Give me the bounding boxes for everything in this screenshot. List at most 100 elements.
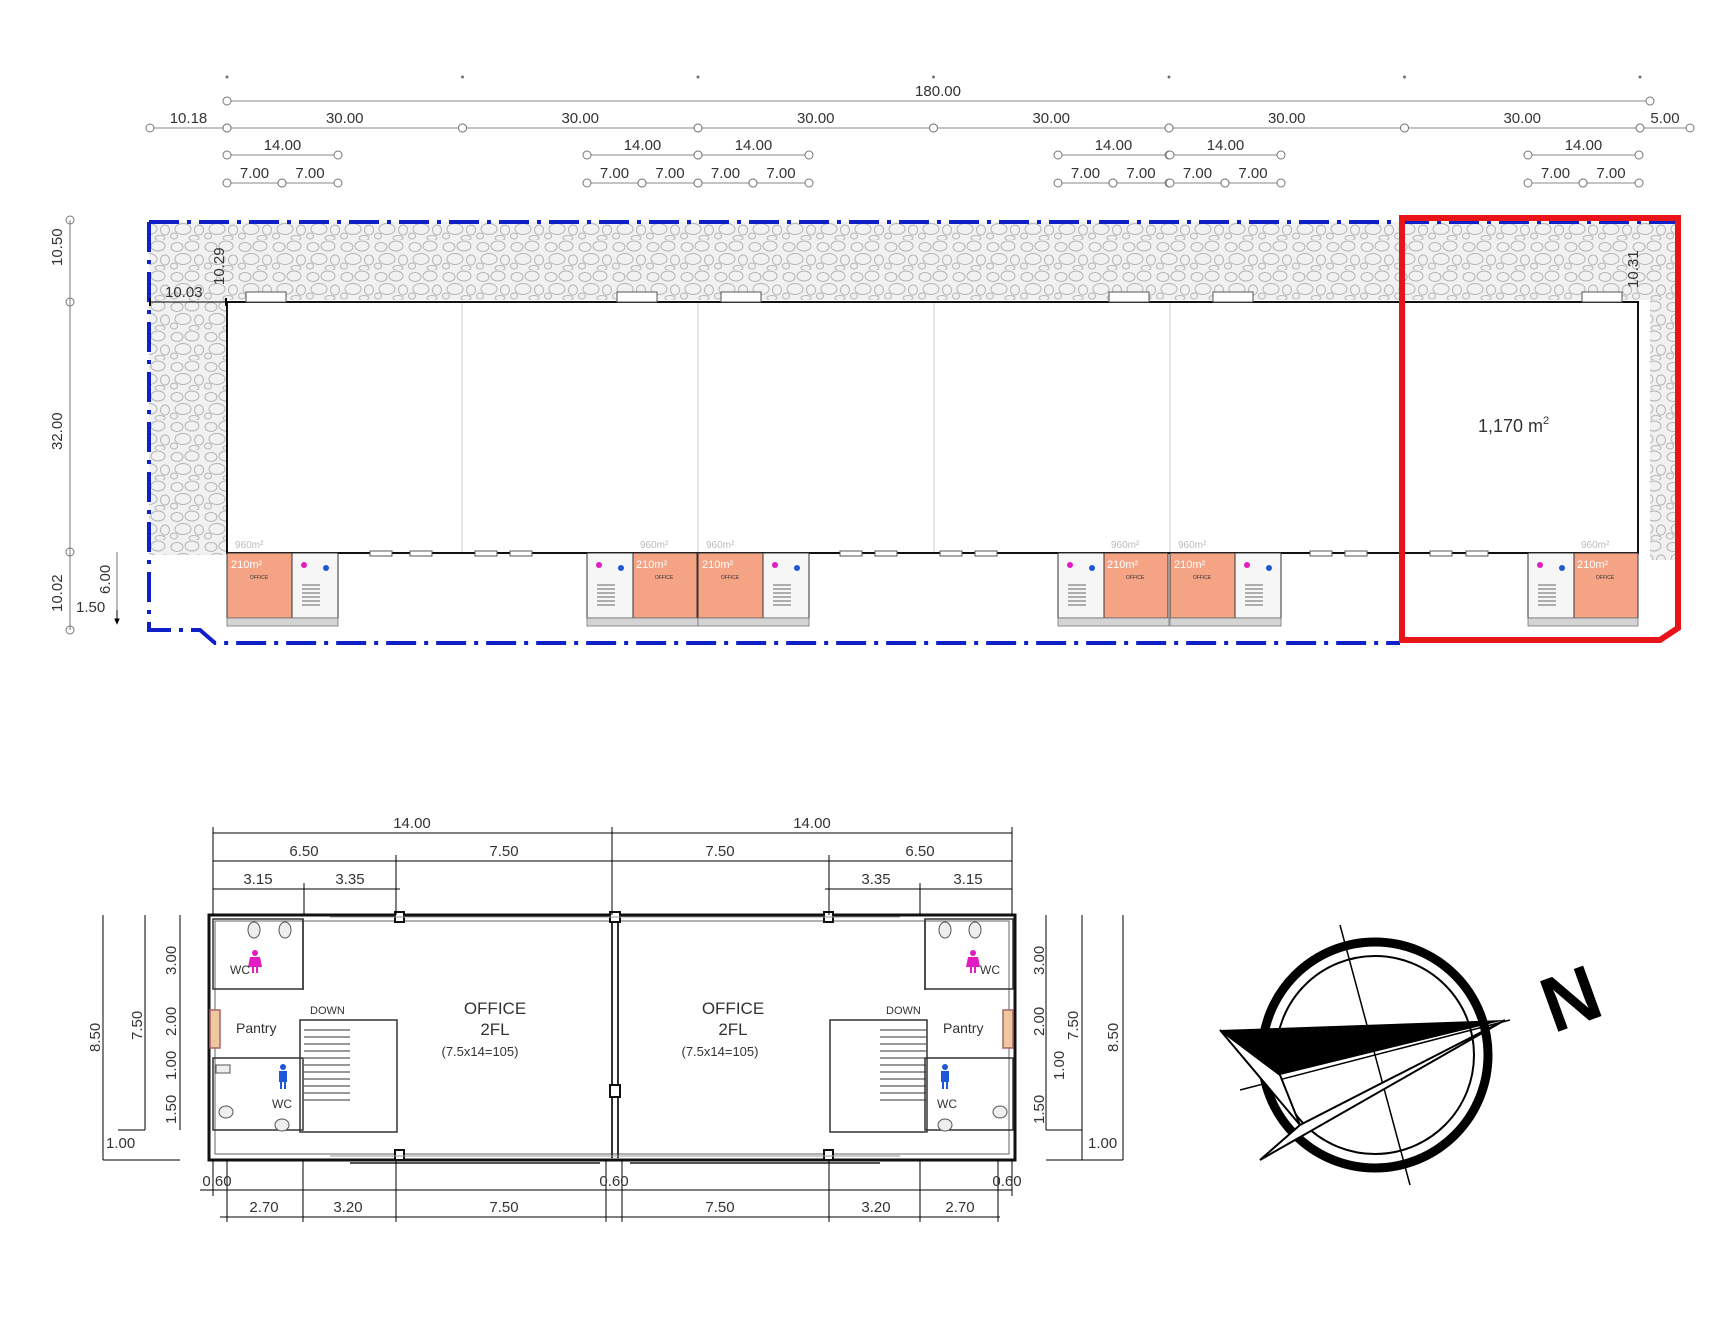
service-core	[1057, 552, 1105, 619]
setback-10-31: 10.31	[1625, 250, 1642, 288]
office-area-label: 210m²	[1577, 559, 1609, 571]
dim-14-tick	[1053, 150, 1063, 160]
male-marker	[1559, 565, 1565, 571]
floor-bottom-left-1-00: 1.00	[106, 1135, 135, 1152]
dim-30-label: 30.00	[1503, 110, 1541, 127]
highlight-unit-outline	[1399, 215, 1681, 643]
door-box	[474, 550, 498, 557]
floor-bottom-2-70-left: 2.70	[249, 1199, 278, 1216]
floor-left-8-50: 8.50	[87, 1023, 104, 1052]
dim-30-tick	[458, 123, 467, 133]
office-area-label: 210m²	[702, 559, 734, 571]
dim-30-label: 30.00	[1032, 110, 1070, 127]
office-caption: OFFICE	[1193, 575, 1212, 581]
female-marker	[772, 562, 778, 568]
north-arrow-icon: N	[1219, 924, 1612, 1186]
pantry-label-left: Pantry	[236, 1020, 276, 1036]
dim-30-tick	[222, 123, 232, 133]
left-dimensions: 10.50 32.00 10.02 6.00 1.50	[49, 215, 120, 635]
office-left-title: OFFICE	[464, 999, 526, 1018]
floor-right-dim-lines	[1045, 915, 1124, 1161]
male-marker	[1266, 565, 1272, 571]
floor-dim-3-15-right: 3.15	[953, 871, 982, 888]
floor-dim-7-50-left: 7.50	[489, 843, 518, 860]
floor-bottom-7-50-left: 7.50	[489, 1199, 518, 1216]
office-room	[697, 552, 764, 619]
left-dim-10-02: 10.02	[49, 574, 66, 612]
floor-left-7-50: 7.50	[129, 1011, 146, 1040]
dim-7-label: 7.00	[600, 165, 629, 182]
left-stair	[304, 1029, 350, 1101]
dim-14-tick	[1276, 150, 1286, 160]
dim-7-tick	[277, 178, 287, 188]
apron	[586, 617, 699, 627]
door-box	[1309, 550, 1333, 557]
window-strips	[330, 916, 900, 1164]
dim-7-tick	[1523, 178, 1533, 188]
door-box	[509, 550, 533, 557]
male-marker	[1089, 565, 1095, 571]
right-stair	[880, 1029, 926, 1101]
dim-7-label: 7.00	[1541, 165, 1570, 182]
north-doors	[245, 291, 1623, 557]
floor-right-8-50: 8.50	[1105, 1023, 1122, 1052]
door-box	[1581, 291, 1623, 303]
warehouse-area-label: 960m²	[1178, 540, 1207, 551]
female-marker	[596, 562, 602, 568]
female-marker	[1537, 562, 1543, 568]
floor-bottom-0-60-mid: 0.60	[599, 1173, 628, 1190]
wc-label-left-top: WC	[230, 963, 250, 977]
dim-5-00-tick	[1635, 123, 1645, 133]
dim-7-label: 7.00	[711, 165, 740, 182]
floor-bottom-right-1-00: 1.00	[1088, 1135, 1117, 1152]
dim-10-18-label: 10.18	[170, 110, 208, 127]
service-core	[291, 552, 339, 619]
dim-dot	[1167, 75, 1171, 79]
door-box	[939, 550, 963, 557]
door-box	[1212, 291, 1254, 303]
dim-7-label: 7.00	[1126, 165, 1155, 182]
right-service-core	[829, 918, 1014, 1133]
floor-dim-6-50-right: 6.50	[905, 843, 934, 860]
wc-label-left-bottom: WC	[272, 1097, 292, 1111]
warehouse-area-label: 960m²	[235, 540, 264, 551]
dim-7-tick	[1220, 178, 1230, 188]
wc-label-right-top: WC	[980, 963, 1000, 977]
left-toilets	[215, 921, 292, 1132]
floor-right-1-50: 1.50	[1031, 1095, 1048, 1124]
floor-left-1-50: 1.50	[163, 1095, 180, 1124]
dim-7-tick	[693, 178, 703, 188]
apron	[1527, 617, 1639, 627]
office-area-label: 210m²	[231, 559, 263, 571]
dim-dot	[225, 75, 229, 79]
dim-14-tick	[333, 150, 343, 160]
office-area-label: 210m²	[1107, 559, 1139, 571]
floor-dim-7-50-right: 7.50	[705, 843, 734, 860]
dim-14-label: 14.00	[624, 137, 662, 154]
dim-14-tick	[582, 150, 592, 160]
apron	[697, 617, 810, 627]
dim-14-tick	[1165, 150, 1175, 160]
apron	[1169, 617, 1282, 627]
apron	[1057, 617, 1170, 627]
dim-14-label: 14.00	[264, 137, 302, 154]
dim-5-00-label: 5.00	[1650, 110, 1679, 127]
site-boundary	[147, 220, 1678, 645]
dim-7-tick	[637, 178, 647, 188]
female-marker	[301, 562, 307, 568]
floor-right-7-50: 7.50	[1065, 1011, 1082, 1040]
floor-dim-14-right: 14.00	[793, 815, 831, 832]
service-core	[1527, 552, 1575, 619]
setback-10-03: 10.03	[165, 284, 203, 301]
down-label-right: DOWN	[886, 1005, 921, 1017]
floor-dim-3-15-left: 3.15	[243, 871, 272, 888]
male-wc-icon-right	[941, 1064, 949, 1089]
door-box	[409, 550, 433, 557]
overall-tick	[1645, 96, 1655, 106]
